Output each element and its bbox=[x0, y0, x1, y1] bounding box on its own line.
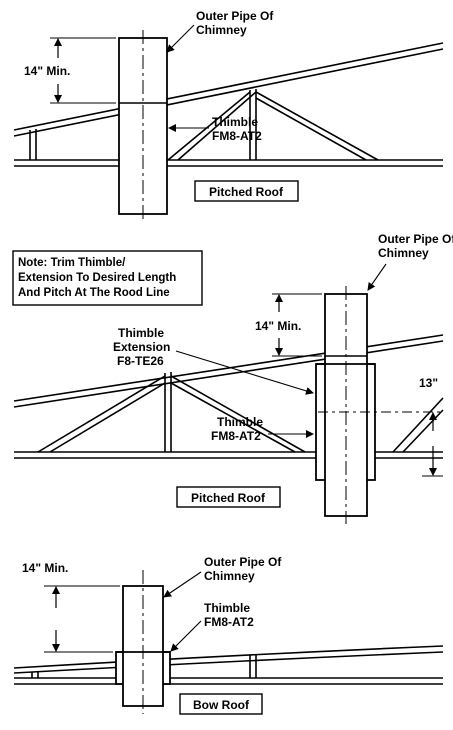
diagram-2-pitched-roof-extension: Note: Trim Thimble/ Extension To Desired… bbox=[12, 232, 453, 524]
roof-label-1: Pitched Roof bbox=[209, 185, 284, 199]
pipe-label-1b: Chimney bbox=[196, 23, 247, 37]
pipe-label-2a: Outer Pipe Of bbox=[378, 232, 453, 246]
dim-label-3: 14" Min. bbox=[22, 561, 68, 575]
extension-leader-2 bbox=[175, 350, 314, 395]
truss-1 bbox=[13, 42, 444, 167]
dim-label-1: 14" Min. bbox=[24, 64, 70, 78]
pipe-label-3a: Outer Pipe Of bbox=[204, 555, 282, 569]
pipe-label-1a: Outer Pipe Of bbox=[196, 9, 274, 23]
bow-roof-3 bbox=[13, 645, 444, 685]
pipe-label-2b: Chimney bbox=[378, 246, 429, 260]
note-box bbox=[12, 250, 203, 306]
thimble-label-2b: FM8-AT2 bbox=[211, 429, 261, 443]
extension-label-2b: Extension bbox=[113, 340, 170, 354]
roof-label-3: Bow Roof bbox=[193, 698, 250, 712]
height-label-2: 13" bbox=[419, 376, 438, 390]
thimble-label-2a: Thimble bbox=[217, 415, 263, 429]
pipe-leader-3 bbox=[163, 571, 202, 598]
note-line-3: And Pitch At The Rood Line bbox=[18, 287, 170, 299]
thimble-label-1a: Thimble bbox=[212, 115, 258, 129]
extension-label-2c: F8-TE26 bbox=[117, 354, 164, 368]
thimble-label-3a: Thimble bbox=[204, 601, 250, 615]
roof-label-box-3 bbox=[179, 693, 263, 715]
extension-label-2a: Thimble bbox=[118, 326, 164, 340]
roof-label-box-2 bbox=[176, 486, 281, 508]
pipe-leader-2 bbox=[367, 263, 387, 291]
note-line-2: Extension To Desired Length bbox=[18, 272, 176, 284]
thimble-label-3b: FM8-AT2 bbox=[204, 615, 254, 629]
roof-label-box-1 bbox=[194, 180, 299, 202]
pipe-leader-1 bbox=[166, 24, 195, 53]
diagram-3-bow-roof: 14" Min. Outer Pipe Of Chimney Thimble F… bbox=[13, 555, 444, 715]
note-line-1: Note: Trim Thimble/ bbox=[18, 257, 126, 269]
diagram-1-pitched-roof: 14" Min. Outer Pipe Of Chimney Thimble F… bbox=[13, 9, 444, 222]
roof-label-2: Pitched Roof bbox=[191, 491, 266, 505]
thimble-leader-3 bbox=[170, 620, 202, 652]
dim-label-2: 14" Min. bbox=[255, 319, 301, 333]
thimble-label-1b: FM8-AT2 bbox=[212, 129, 262, 143]
pipe-label-3b: Chimney bbox=[204, 569, 255, 583]
